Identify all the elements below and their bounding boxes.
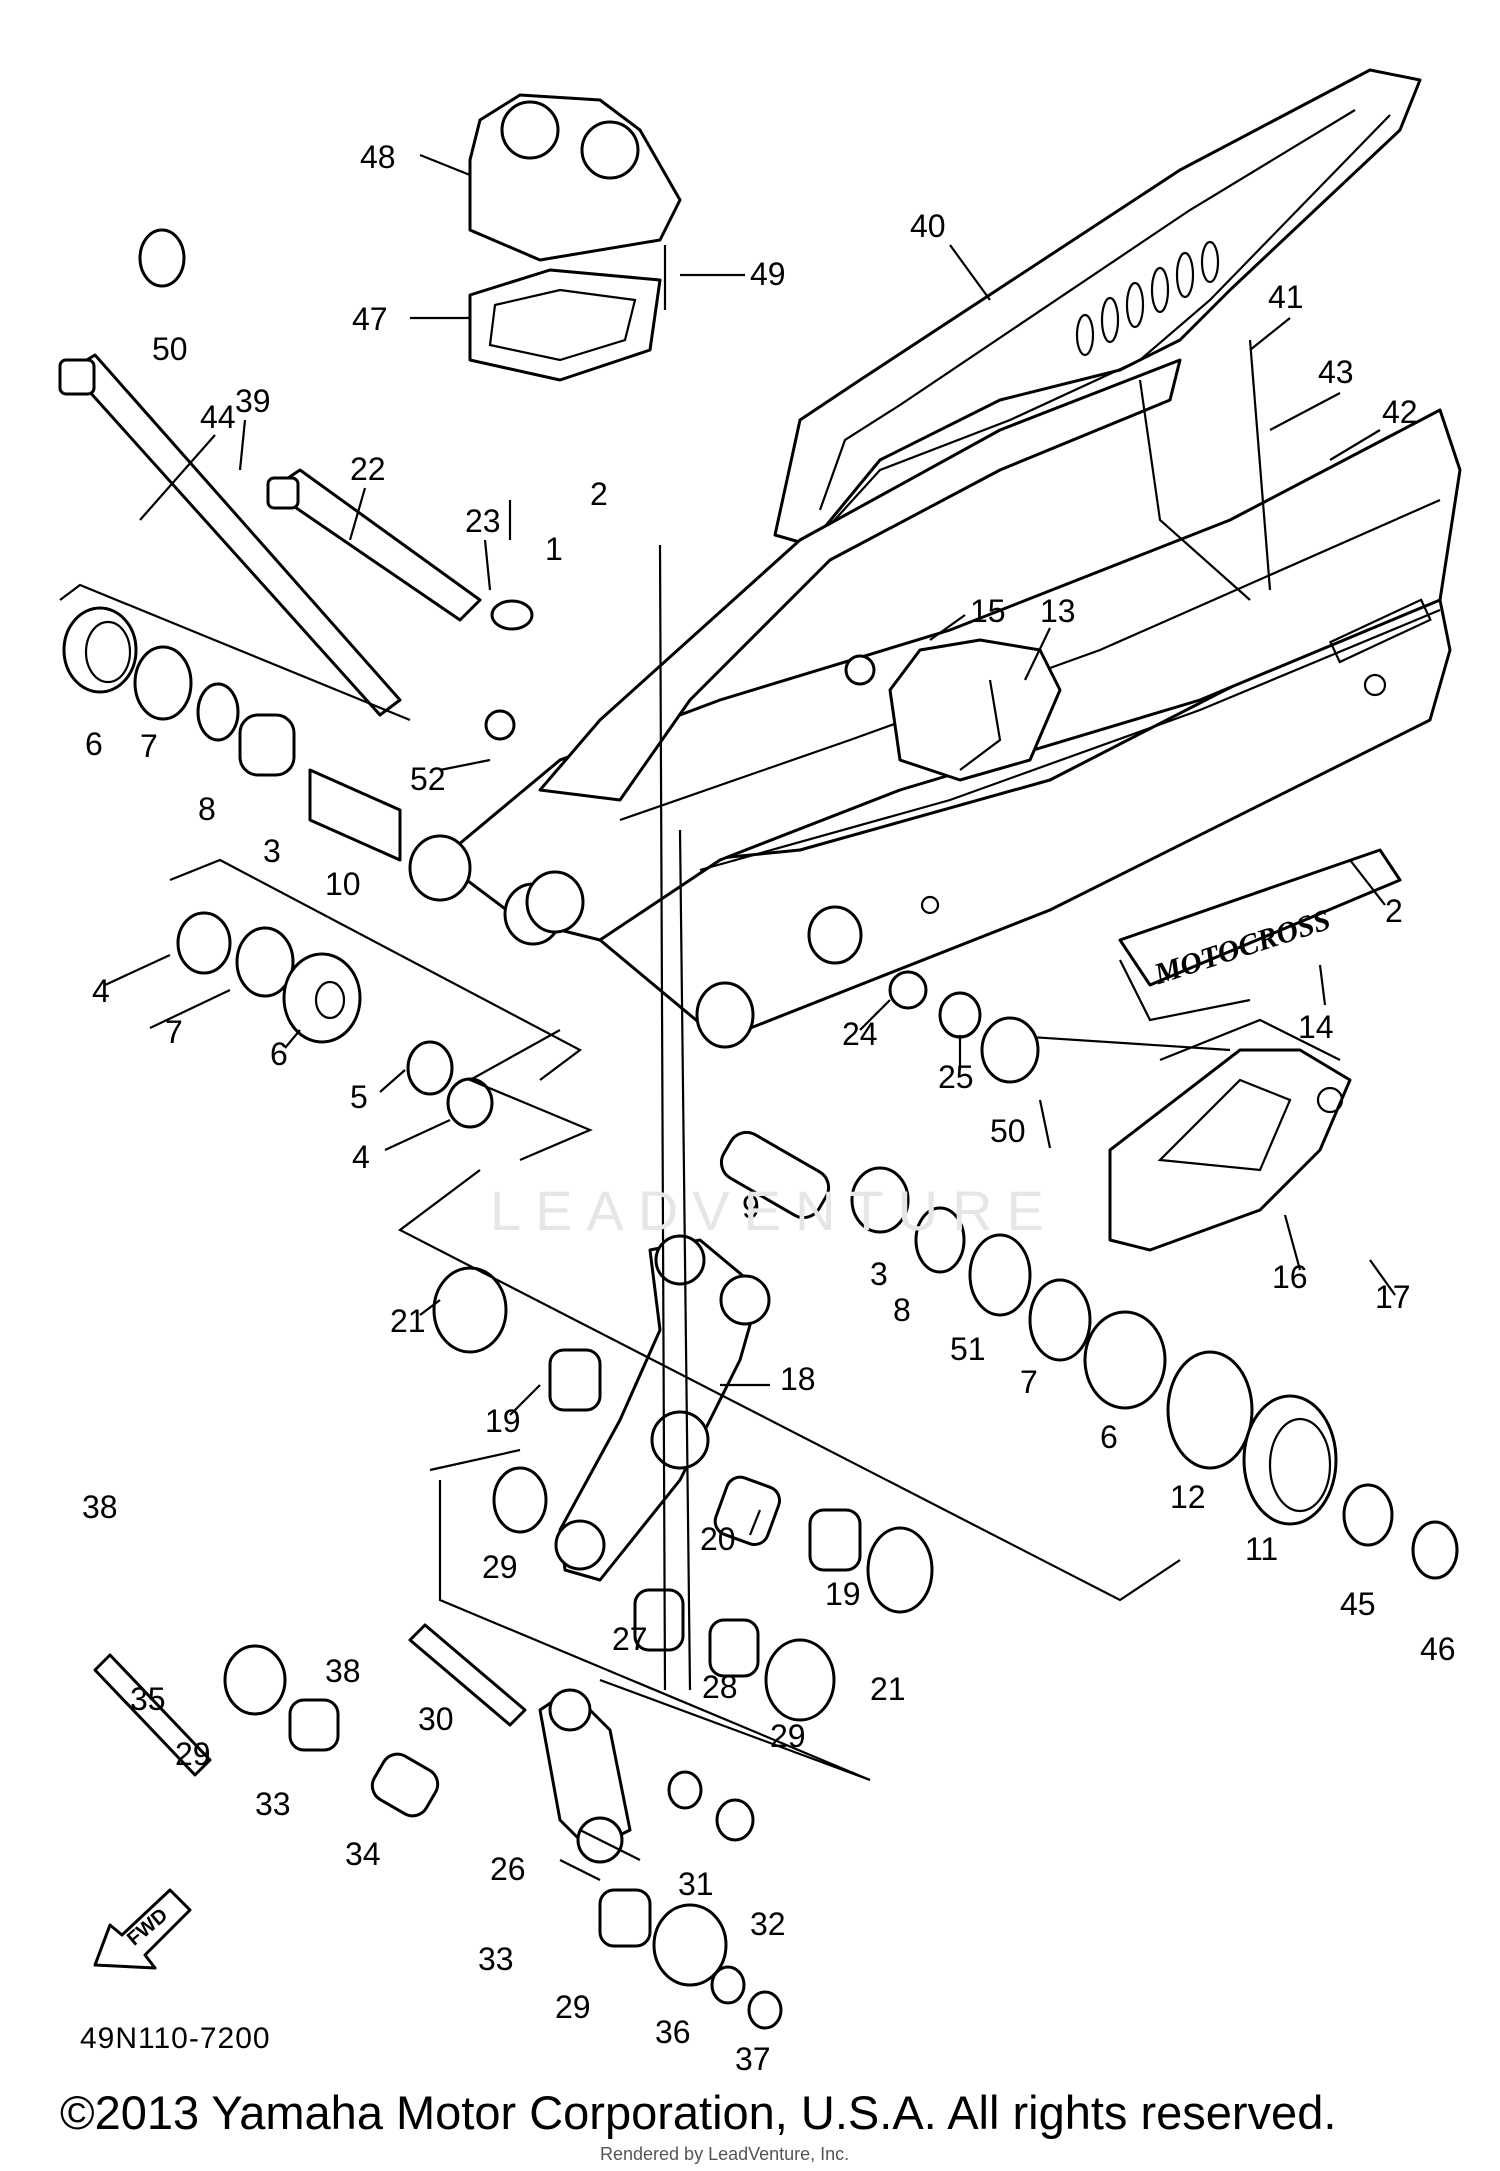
callout-38: 38 — [325, 1653, 361, 1689]
callout-11: 11 — [1245, 1531, 1278, 1567]
callout-38: 38 — [82, 1489, 118, 1525]
callout-51: 51 — [950, 1331, 986, 1367]
pivot-shaft-part — [58, 353, 482, 717]
callout-7: 7 — [140, 728, 158, 764]
boot-part — [468, 93, 682, 382]
callout-3: 3 — [263, 833, 281, 869]
callout-29: 29 — [175, 1736, 211, 1772]
callout-10: 10 — [325, 866, 361, 902]
callout-25: 25 — [938, 1059, 974, 1095]
copyright-notice: ©2013 Yamaha Motor Corporation, U.S.A. A… — [60, 2086, 1337, 2139]
callout-12: 12 — [1170, 1479, 1206, 1515]
leader-lines — [104, 153, 1396, 1536]
callout-3: 3 — [870, 1256, 888, 1292]
callout-30: 30 — [418, 1701, 454, 1737]
relay-arm-part — [432, 1234, 934, 1722]
callout-34: 34 — [345, 1836, 381, 1872]
watermark-text: LEADVENTURE — [490, 1179, 1058, 1242]
callout-49: 49 — [750, 256, 786, 292]
callout-7: 7 — [165, 1014, 183, 1050]
connecting-rod-part — [93, 1623, 783, 2030]
callout-33: 33 — [255, 1786, 291, 1822]
callout-31: 31 — [678, 1866, 714, 1902]
callout-4: 4 — [352, 1139, 370, 1175]
callout-29: 29 — [482, 1549, 518, 1585]
callout-36: 36 — [655, 2014, 691, 2050]
callout-29: 29 — [770, 1718, 806, 1754]
callout-23: 23 — [465, 503, 501, 539]
callout-29: 29 — [555, 1989, 591, 2025]
callout-52: 52 — [410, 761, 446, 797]
callout-41: 41 — [1268, 279, 1304, 315]
callout-33: 33 — [478, 1941, 514, 1977]
callout-47: 47 — [352, 301, 388, 337]
callout-2: 2 — [1385, 893, 1403, 929]
callout-6: 6 — [85, 726, 103, 762]
callout-6: 6 — [270, 1036, 288, 1072]
callout-8: 8 — [198, 791, 216, 827]
chain-guide-part — [999, 1033, 1352, 1252]
callout-37: 37 — [735, 2041, 771, 2077]
chain-support-part — [844, 638, 1062, 782]
chain-guard-part — [773, 68, 1422, 547]
callout-26: 26 — [490, 1851, 526, 1887]
callout-46: 46 — [1420, 1631, 1456, 1667]
callout-18: 18 — [780, 1361, 816, 1397]
callout-13: 13 — [1040, 593, 1076, 629]
callout-45: 45 — [1340, 1586, 1376, 1622]
callout-20: 20 — [700, 1521, 736, 1557]
callout-6: 6 — [1100, 1419, 1118, 1455]
callout-50: 50 — [152, 331, 188, 367]
callout-48: 48 — [360, 139, 396, 175]
callout-35: 35 — [130, 1681, 166, 1717]
callout-24: 24 — [842, 1016, 878, 1052]
callout-40: 40 — [910, 208, 946, 244]
rendered-by-text: Rendered by LeadVenture, Inc. — [600, 2144, 850, 2164]
callout-42: 42 — [1382, 394, 1418, 430]
callout-39: 39 — [235, 383, 271, 419]
callout-43: 43 — [1318, 354, 1354, 390]
diagram-ref-code: 49N110-7200 — [80, 2022, 271, 2055]
callout-44: 44 — [200, 399, 236, 435]
callout-50: 50 — [990, 1113, 1026, 1149]
callout-16: 16 — [1272, 1259, 1308, 1295]
callout-4: 4 — [92, 973, 110, 1009]
assembly-lines — [59, 339, 1341, 1881]
callout-7: 7 — [1020, 1364, 1038, 1400]
callout-1: 1 — [545, 531, 563, 567]
callout-27: 27 — [612, 1621, 648, 1657]
bushings-left — [62, 228, 534, 1129]
callout-14: 14 — [1298, 1009, 1334, 1045]
fwd-arrow-icon: FWD — [93, 1888, 192, 1970]
callout-9: 9 — [742, 1189, 760, 1225]
callout-5: 5 — [350, 1079, 368, 1115]
callout-22: 22 — [350, 451, 386, 487]
callout-19: 19 — [825, 1576, 861, 1612]
bushings-right — [719, 970, 1459, 1580]
callout-8: 8 — [893, 1292, 911, 1328]
callout-2: 2 — [590, 476, 608, 512]
callout-21: 21 — [870, 1671, 906, 1707]
callout-32: 32 — [750, 1906, 786, 1942]
callout-15: 15 — [970, 593, 1006, 629]
callout-labels: 1 2 2 3 3 4 4 5 6 6 6 7 7 7 8 8 9 10 11 … — [82, 139, 1456, 2077]
callout-28: 28 — [702, 1669, 738, 1705]
callout-17: 17 — [1375, 1279, 1411, 1315]
callout-21: 21 — [390, 1303, 426, 1339]
